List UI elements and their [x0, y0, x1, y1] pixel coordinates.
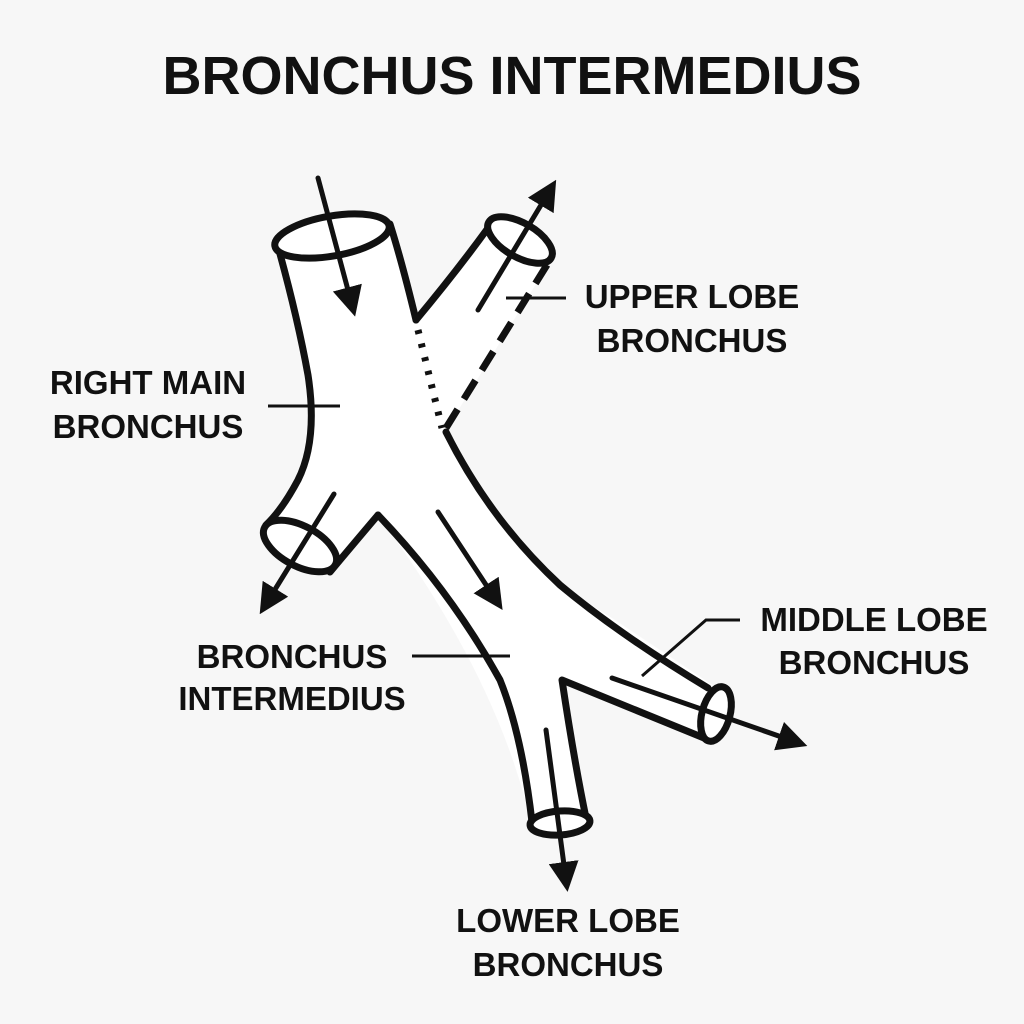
- upper-lobe-hidden-wall: [414, 329, 446, 429]
- intermedius-left-wall: [374, 511, 536, 826]
- tube-fill: [262, 225, 720, 828]
- upper-lobe-wall: [412, 224, 492, 324]
- diagram-title: BRONCHUS INTERMEDIUS: [162, 46, 861, 106]
- label-middle-lobe-line1: MIDDLE LOBE: [760, 601, 987, 638]
- label-upper-lobe-line1: UPPER LOBE: [585, 278, 800, 315]
- label-intermedius-line2: INTERMEDIUS: [178, 680, 405, 717]
- leader-middle-lobe: [641, 618, 740, 678]
- label-right-main-line2: BRONCHUS: [53, 408, 244, 445]
- intermedius-right-wall: [442, 428, 712, 692]
- lobe-crotch: [558, 676, 708, 822]
- arrow-intermedius: [435, 509, 503, 611]
- arrow-lower-lobe: [543, 727, 579, 892]
- label-upper-lobe-line2: BRONCHUS: [597, 322, 788, 359]
- leader-lines: [268, 296, 740, 678]
- arrow-upper-lobe: [475, 179, 557, 313]
- arrow-into-main-bronchus: [315, 175, 362, 317]
- label-right-main-line1: RIGHT MAIN: [50, 364, 246, 401]
- arrow-middle-lobe: [609, 675, 808, 751]
- label-intermedius-line1: BRONCHUS: [197, 638, 388, 675]
- arrow-lateral-branch: [259, 491, 337, 615]
- flow-arrows: [259, 175, 808, 892]
- labels: RIGHT MAIN BRONCHUS UPPER LOBE BRONCHUS …: [50, 278, 988, 983]
- right-main-right-wall: [386, 220, 420, 324]
- label-middle-lobe-line2: BRONCHUS: [779, 644, 970, 681]
- label-lower-lobe-line1: LOWER LOBE: [456, 902, 680, 939]
- right-main-left-wall: [262, 250, 315, 529]
- label-lower-lobe-line2: BRONCHUS: [473, 946, 664, 983]
